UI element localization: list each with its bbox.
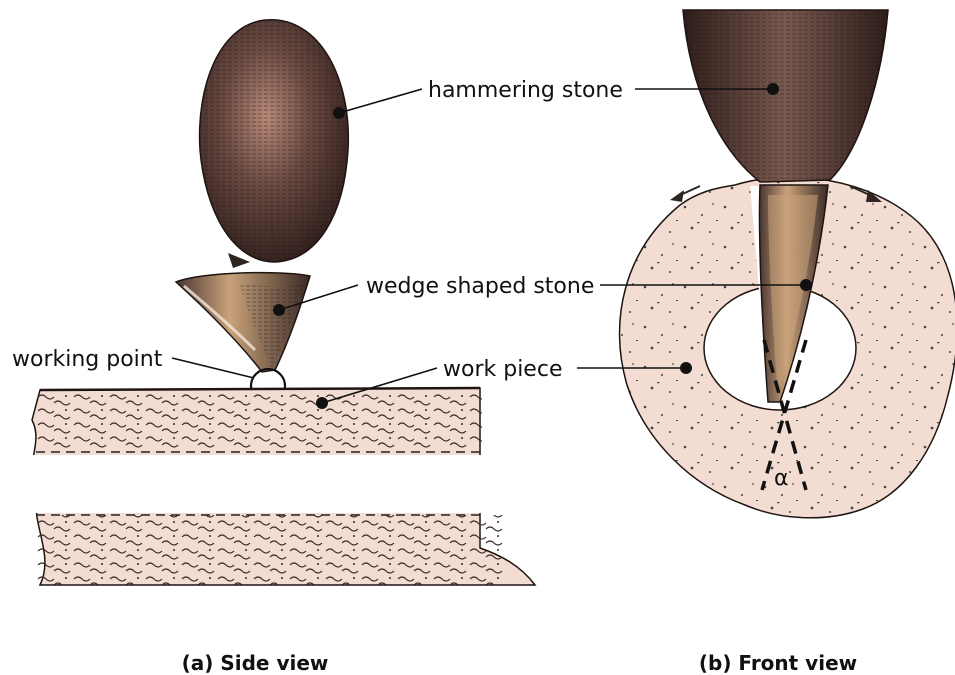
- label-work-piece: work piece: [443, 357, 562, 382]
- caption-front-view: (b) Front view: [699, 651, 857, 675]
- hammering-stone-front: [683, 10, 888, 182]
- side-view: [28, 20, 535, 585]
- front-view: [620, 10, 955, 518]
- label-wedge-shaped-stone: wedge shaped stone: [366, 274, 594, 299]
- caption-side-view: (a) Side view: [182, 651, 329, 675]
- hammering-stone-side: [200, 20, 349, 262]
- label-hammering-stone: hammering stone: [428, 78, 623, 103]
- wedge-stone-side: [176, 273, 310, 372]
- label-angle-alpha: α: [774, 466, 789, 491]
- down-arrow-icon: [228, 253, 250, 268]
- work-piece-side: [28, 388, 535, 585]
- label-working-point: working point: [12, 347, 163, 372]
